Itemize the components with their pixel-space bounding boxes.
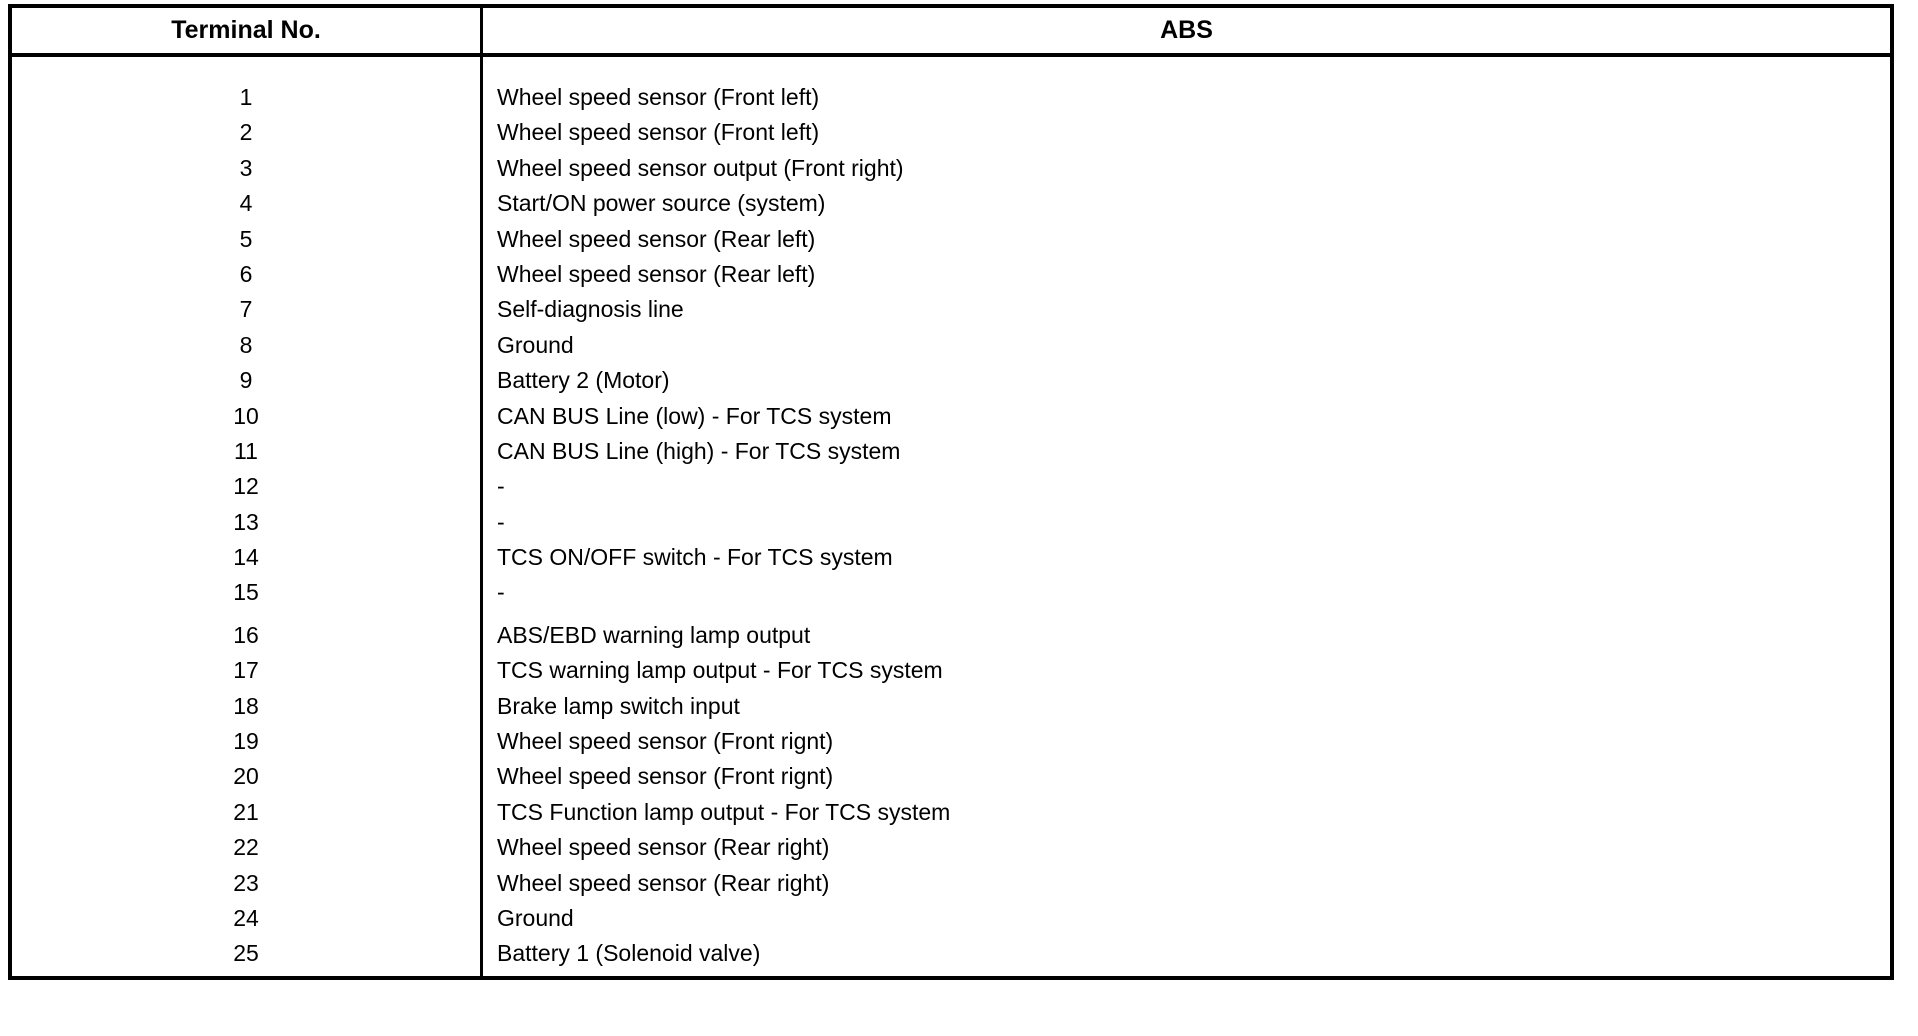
terminal-description: Self-diagnosis line	[497, 296, 684, 323]
terminal-number: 25	[233, 940, 259, 967]
terminal-description: CAN BUS Line (low) - For TCS system	[497, 402, 892, 429]
terminal-number: 12	[233, 473, 259, 500]
terminal-description: Wheel speed sensor (Rear left)	[497, 225, 816, 252]
terminal-number: 5	[239, 225, 253, 252]
abs-header: ABS	[1160, 16, 1213, 44]
terminal-description: -	[497, 579, 505, 606]
terminal-number: 3	[239, 154, 253, 181]
terminal-description: CAN BUS Line (high) - For TCS system	[497, 437, 901, 464]
terminal-number: 4	[239, 190, 253, 217]
terminal-description: Start/ON power source (system)	[497, 190, 826, 217]
terminal-number: 8	[239, 331, 253, 358]
terminal-description: Wheel speed sensor (Rear right)	[497, 834, 830, 861]
terminal-description: Wheel speed sensor (Front rignt)	[497, 728, 834, 755]
terminal-description: Wheel speed sensor (Rear right)	[497, 869, 830, 896]
terminal-description: -	[497, 508, 505, 535]
terminal-description: TCS warning lamp output - For TCS system	[497, 657, 943, 684]
terminal-number: 24	[233, 904, 259, 931]
terminal-number: 13	[233, 508, 259, 535]
abs-description-column: Wheel speed sensor (Front left) Wheel spe…	[483, 57, 1890, 976]
terminal-description: Ground	[497, 904, 574, 931]
terminal-description: TCS Function lamp output - For TCS syste…	[497, 798, 951, 825]
terminal-description: Ground	[497, 331, 574, 358]
terminal-number: 17	[233, 657, 259, 684]
terminal-number: 18	[233, 692, 259, 719]
terminal-description: ABS/EBD warning lamp output	[497, 621, 811, 648]
terminal-number: 1	[239, 84, 253, 110]
terminal-number: 11	[234, 437, 258, 464]
terminal-description: Battery 2 (Motor)	[497, 367, 670, 394]
terminal-number: 16	[233, 621, 259, 648]
terminal-description: Wheel speed sensor output (Front right)	[497, 154, 904, 181]
terminal-number: 15	[233, 579, 259, 606]
terminal-number: 10	[233, 402, 259, 429]
terminal-number: 21	[233, 798, 259, 825]
terminal-number: 2	[239, 119, 253, 146]
terminal-description: Battery 1 (Solenoid valve)	[497, 940, 761, 967]
terminal-number: 19	[233, 728, 259, 755]
terminal-description: Wheel speed sensor (Front left)	[497, 119, 820, 146]
terminal-number: 20	[233, 763, 259, 790]
table-header-row: Terminal No. ABS	[12, 8, 1890, 57]
terminal-description: -	[497, 473, 505, 500]
terminal-description: TCS ON/OFF switch - For TCS system	[497, 544, 893, 571]
terminal-no-header: Terminal No.	[12, 8, 483, 53]
terminal-description: Wheel speed sensor (Front rignt)	[497, 763, 834, 790]
terminal-number: 23	[233, 869, 259, 896]
terminal-number: 22	[233, 834, 259, 861]
terminal-number: 6	[239, 260, 253, 287]
terminal-number: 7	[239, 296, 253, 323]
terminal-number: 9	[239, 367, 253, 394]
terminal-description: Wheel speed sensor (Front left)	[497, 84, 820, 110]
terminal-description: Brake lamp switch input	[497, 692, 740, 719]
terminal-description: Wheel speed sensor (Rear left)	[497, 260, 816, 287]
terminal-number: 14	[233, 544, 259, 571]
